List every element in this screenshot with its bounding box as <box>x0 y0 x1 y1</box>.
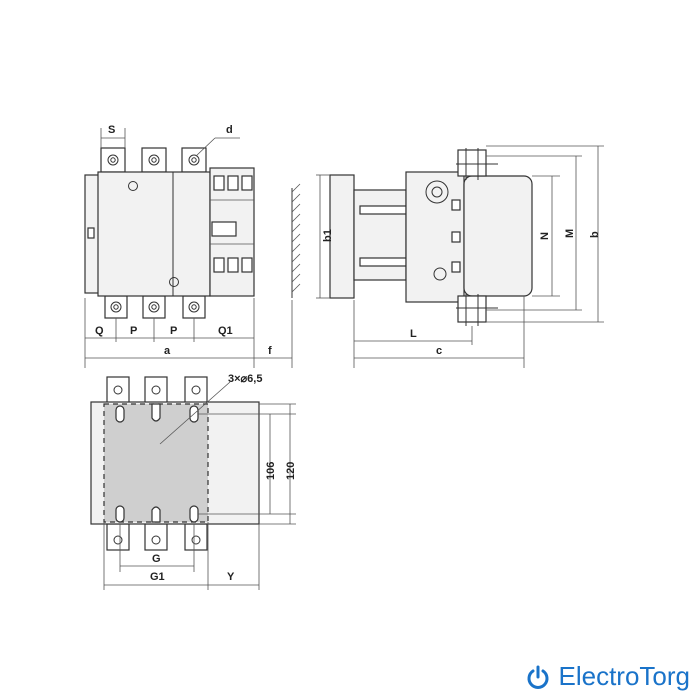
brand-name: ElectroTorg <box>558 661 691 691</box>
mounting-wall <box>291 183 301 298</box>
label-G: G <box>152 553 161 565</box>
label-a: a <box>164 345 171 357</box>
side-view: b1 N M b L c <box>316 145 604 368</box>
label-c: c <box>436 345 442 357</box>
label-P-1: P <box>130 325 137 337</box>
side-base-plate <box>329 174 355 299</box>
label-M: M <box>564 229 576 238</box>
label-Y: Y <box>227 571 235 583</box>
label-holes: 3×⌀6,5 <box>228 373 262 385</box>
label-P-2: P <box>170 325 177 337</box>
top-terminals <box>100 147 207 173</box>
mounting-view: 3×⌀6,5 106 120 G G1 Y <box>90 373 297 590</box>
aux-contact-block <box>209 167 255 297</box>
label-106: 106 <box>265 462 277 480</box>
arc-chamber <box>463 175 533 297</box>
label-f: f <box>268 345 272 357</box>
label-Q: Q <box>95 325 104 337</box>
label-L: L <box>410 328 417 340</box>
brand-logo: ElectroTorg <box>525 661 691 692</box>
label-S: S <box>108 124 115 136</box>
label-G1: G1 <box>150 571 165 583</box>
label-120: 120 <box>285 462 297 480</box>
label-d: d <box>226 124 233 136</box>
front-view: S d Q P P Q1 a f <box>84 124 301 368</box>
bottom-terminals <box>104 295 206 319</box>
label-N: N <box>539 232 551 240</box>
power-icon <box>527 665 548 689</box>
label-Q1: Q1 <box>218 325 233 337</box>
label-b: b <box>589 231 601 238</box>
front-body <box>97 171 211 297</box>
label-b1: b1 <box>322 229 334 242</box>
